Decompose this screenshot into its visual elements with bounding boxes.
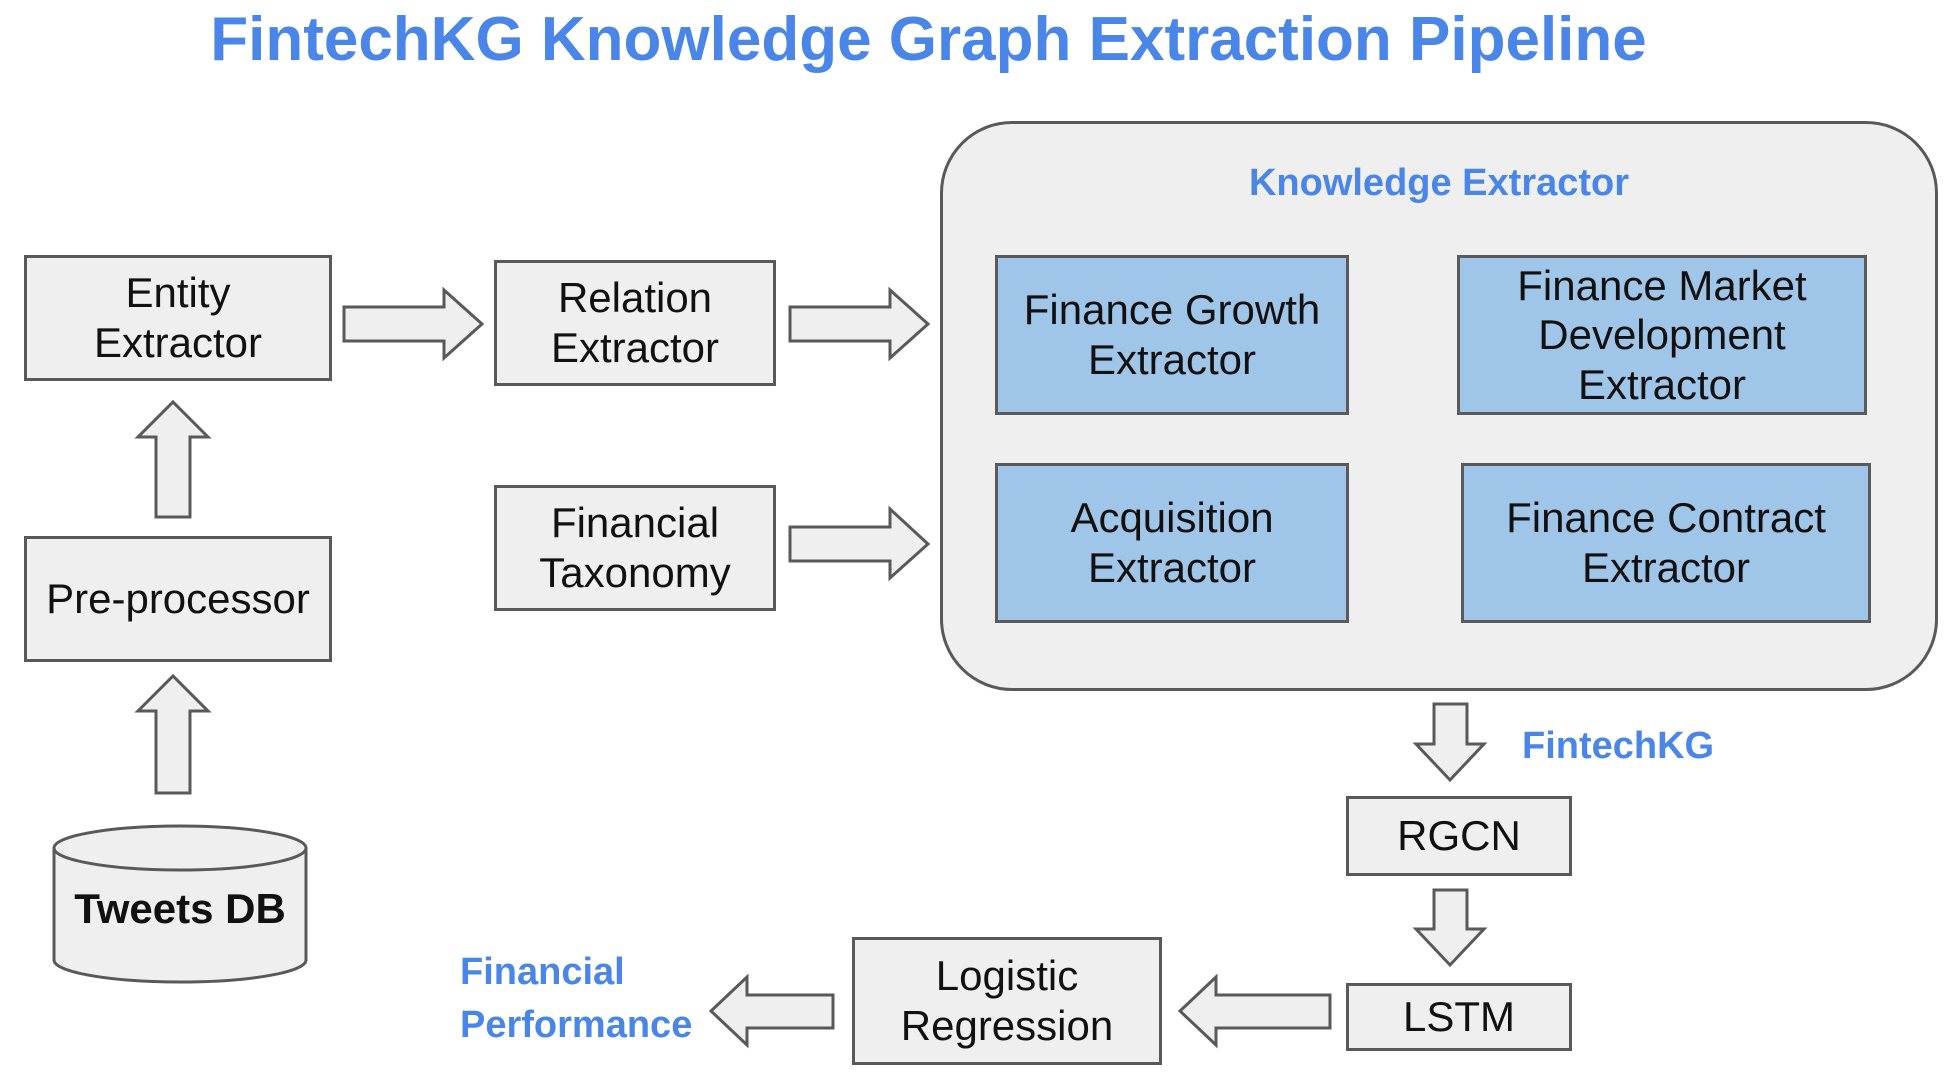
arrow-right-relation-to-knowledge [788, 286, 931, 362]
knowledge-extractor-title: Knowledge Extractor [1248, 162, 1630, 204]
financial-taxonomy-node: Financial Taxonomy [494, 485, 776, 611]
acquisition-extractor-node: Acquisition Extractor [995, 463, 1349, 623]
logistic-regression-node: Logistic Regression [852, 937, 1162, 1065]
lstm-node: LSTM [1346, 983, 1572, 1051]
arrow-left-lstm-to-logistic [1177, 973, 1332, 1049]
finance-contract-extractor-node: Finance Contract Extractor [1461, 463, 1871, 623]
arrow-right-entity-to-relation [342, 286, 485, 362]
financial-performance-label: Financial Performance [460, 951, 693, 1047]
arrow-down-knowledge-to-rgcn [1412, 702, 1488, 783]
finance-growth-extractor-node: Finance Growth Extractor [995, 255, 1349, 415]
tweets-db-label: Tweets DB [74, 885, 286, 932]
arrow-right-taxonomy-to-knowledge [788, 505, 931, 582]
pre-processor-node: Pre-processor [24, 536, 332, 662]
arrow-down-rgcn-to-lstm [1412, 888, 1488, 968]
finance-market-development-extractor-node: Finance Market Development Extractor [1457, 255, 1867, 415]
arrow-left-logistic-to-performance [708, 973, 835, 1049]
diagram-title: FintechKG Knowledge Graph Extraction Pip… [210, 5, 1647, 74]
arrow-up-db-to-preprocessor [134, 673, 212, 795]
rgcn-node: RGCN [1346, 796, 1572, 876]
fintechkg-label: FintechKG [1522, 725, 1715, 767]
entity-extractor-node: Entity Extractor [24, 255, 332, 381]
database-icon [52, 824, 308, 984]
arrow-up-preprocessor-to-entity [134, 399, 212, 519]
relation-extractor-node: Relation Extractor [494, 260, 776, 386]
